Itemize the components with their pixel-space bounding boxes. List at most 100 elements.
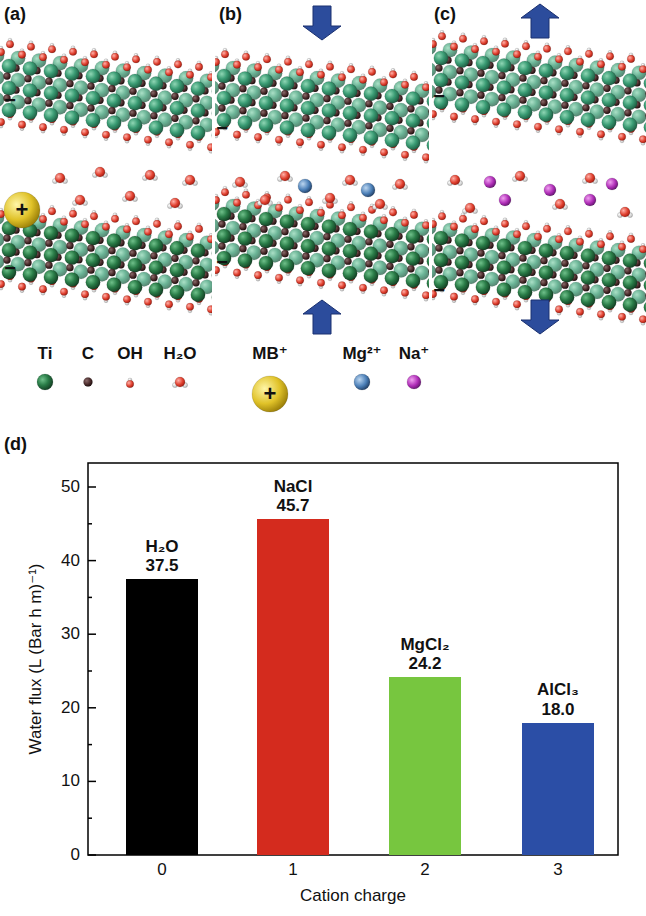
na-sphere [407,375,421,389]
oxygen-sphere [296,138,304,146]
c-sphere [323,255,330,262]
ti-sphere [215,196,219,210]
ti-sphere [259,74,273,88]
oxygen-sphere [75,195,85,205]
ti-sphere [581,91,595,105]
tick-label: 10 [61,772,80,792]
oxygen-sphere [60,56,68,64]
c-sphere [344,98,351,105]
oxygen-sphere [102,293,110,301]
oxygen-sphere [125,191,135,201]
oxygen-sphere [555,235,563,243]
ti-sphere [455,277,469,291]
y-tick [88,707,96,709]
oxygen-sphere [618,313,626,321]
oxygen-sphere [471,45,479,53]
ti-sphere [364,269,378,283]
oxygen-sphere [81,58,89,66]
ti-sphere [23,267,37,281]
c-sphere [24,97,31,104]
oxygen-sphere [459,215,467,223]
ti-sphere [301,79,315,93]
ti-sphere [434,231,448,245]
oxygen-sphere [639,316,646,324]
ti-sphere [539,243,553,257]
panel-letter: (d) [4,434,27,455]
tick-label: 30 [61,624,80,644]
oxygen-sphere [380,148,388,156]
ti-sphere [343,244,357,258]
ti-sphere [0,48,4,62]
ti-sphere [385,227,399,241]
oxygen-sphere [296,276,304,284]
cation-sphere [606,178,618,190]
ti-sphere [191,244,205,258]
bar-name: AlCl₃ [537,680,579,700]
c-sphere [477,250,484,257]
oxygen-sphere [39,53,47,61]
ti-sphere [170,123,184,137]
ti-sphere [44,226,58,240]
ti-sphere [217,229,231,243]
ti-sphere [149,121,163,135]
oxygen-sphere [422,84,429,92]
oxygen-sphere [492,48,500,56]
c-sphere [218,221,225,228]
oxygen-sphere [39,285,47,293]
c-sphere [519,255,526,262]
oxygen-sphere [90,50,98,58]
oxygen-sphere [60,126,68,134]
oxygen-sphere [534,53,542,61]
ti-sphere [191,266,205,280]
ti-sphere [406,136,420,150]
c-sphere [582,284,589,291]
ti-sphere [65,110,79,124]
oxygen-sphere [543,225,551,233]
oxygen-sphere [401,151,409,159]
c-sphere [260,226,267,233]
oxygen-sphere [18,51,26,59]
legend-label: C [82,344,94,364]
c-sphere [498,72,505,79]
ti-sphere [581,113,595,127]
ti-sphere [322,263,336,277]
bar-label-group: NaCl45.7 [274,477,313,516]
c-sphere [150,90,157,97]
oxygen-sphere [305,198,313,206]
c-sphere [428,108,429,115]
oxygen-sphere [284,58,292,66]
ti-sphere [406,92,420,106]
ti-sphere [238,115,252,129]
ti-sphere [191,126,205,140]
oxygen-sphere [450,293,458,301]
ti-sphere [212,128,213,142]
c-sphere [281,90,288,97]
cation-sphere [584,194,596,206]
ti-sphere [364,247,378,261]
c-sphere [66,102,73,109]
oxygen-sphere [242,191,250,199]
oxygen-sphere [123,63,131,71]
oxygen-sphere [275,136,283,144]
ti-sphere [170,101,184,115]
c-sphere [3,235,10,242]
oxygen-sphere [90,212,98,220]
ti-sphere [0,210,4,224]
ti-sphere [427,94,429,108]
ti-sphere [259,96,273,110]
oxygen-sphere [233,131,241,139]
force-arrow [521,4,559,38]
oxygen-sphere [0,280,5,288]
ti-sphere [581,69,595,83]
c-sphere [477,272,484,279]
oxygen-sphere [555,305,563,313]
ti-sphere [385,111,399,125]
c-sphere [365,238,372,245]
bar-name: MgCl₂ [400,635,449,655]
ti-sphere [217,91,231,105]
ti-sphere [280,76,294,90]
ti-sphere [65,228,79,242]
c-sphere [407,127,414,134]
oxygen-sphere [81,128,89,136]
c-sphere [477,92,484,99]
